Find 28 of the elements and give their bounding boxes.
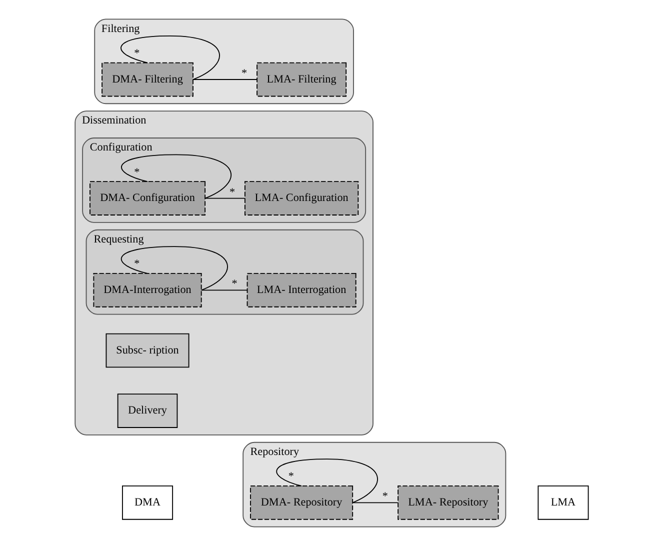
edge-label: * — [288, 470, 294, 483]
edge-label: * — [134, 258, 140, 270]
edge-label: * — [382, 490, 388, 503]
node-box: LMA- Repository — [398, 486, 499, 520]
node-box: LMA — [538, 486, 589, 520]
edge-label: * — [134, 48, 140, 60]
connector — [352, 502, 398, 504]
connector — [120, 246, 228, 291]
node-box: LMA- Interrogation — [246, 273, 356, 308]
node-box: LMA- Filtering — [256, 62, 347, 97]
edge-label: * — [134, 166, 140, 178]
edge-label: * — [232, 278, 238, 290]
connector — [121, 154, 232, 199]
edge-label: * — [242, 68, 248, 80]
edge-label: * — [230, 186, 236, 198]
node-box: DMA — [122, 486, 174, 520]
node-box: Delivery — [117, 394, 178, 428]
connector — [192, 79, 258, 80]
connector — [201, 290, 248, 291]
node-box: DMA-Interrogation — [93, 273, 202, 308]
connector — [120, 35, 220, 80]
node-box: DMA- Filtering — [102, 62, 194, 97]
node-box: Subsc- ription — [106, 333, 190, 368]
connector — [276, 458, 378, 504]
node-box: LMA- Configuration — [244, 181, 359, 216]
node-box: DMA- Configuration — [90, 181, 206, 216]
node-box: DMA- Repository — [250, 486, 354, 520]
connector — [204, 198, 246, 199]
